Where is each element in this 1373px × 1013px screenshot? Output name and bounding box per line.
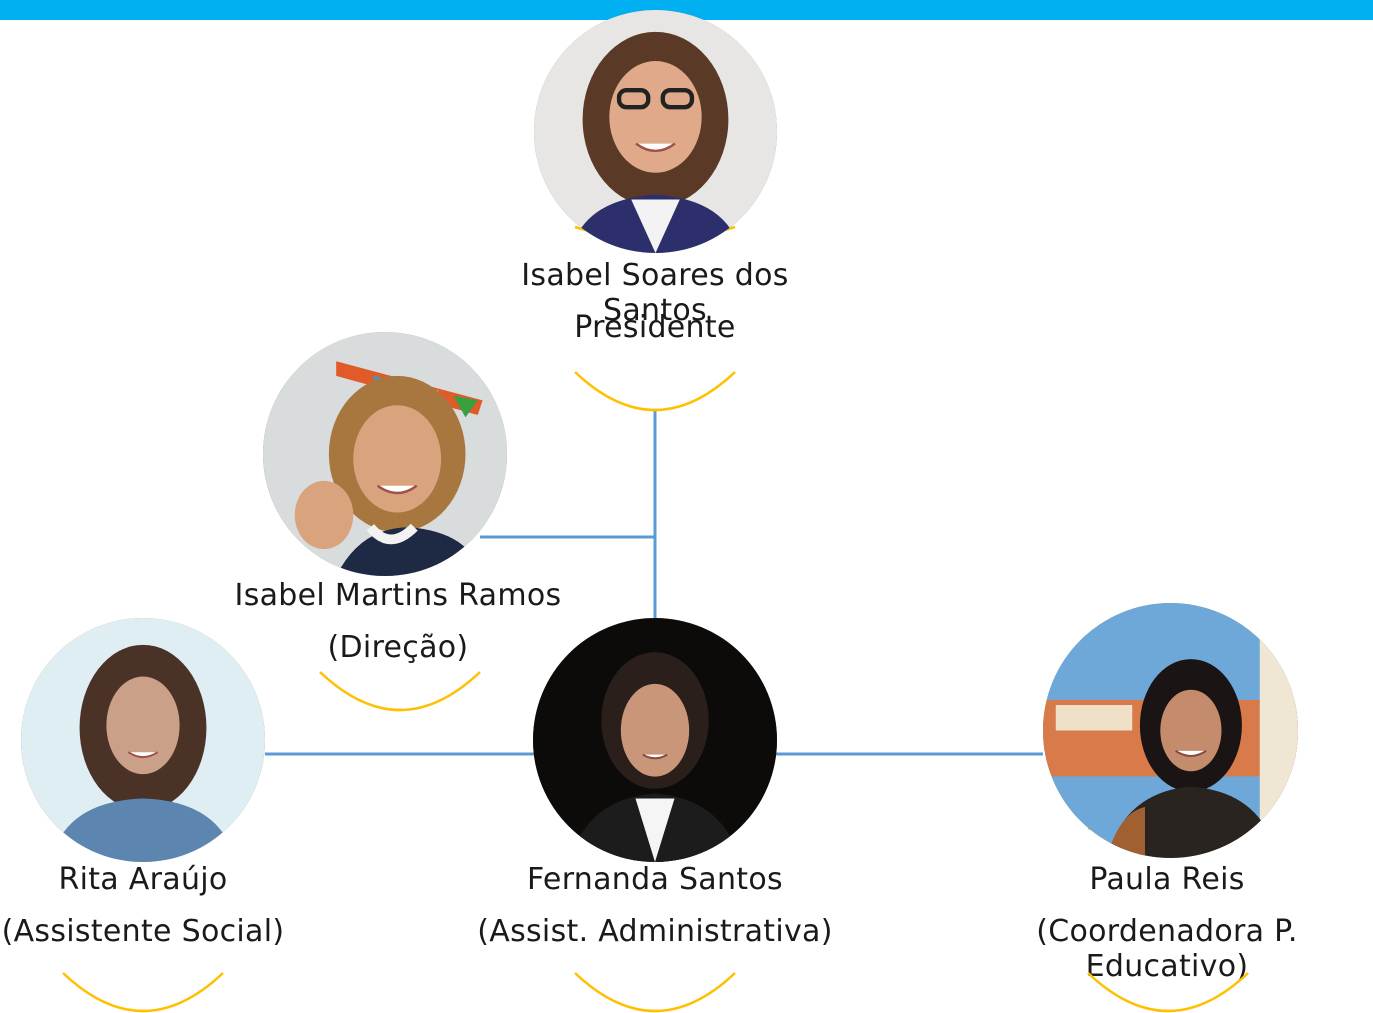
node-role: (Assist. Administrativa) — [477, 914, 833, 949]
arc-decoration — [62, 972, 224, 1013]
node-role: (Direção) — [327, 630, 469, 665]
node-name: Fernanda Santos — [527, 862, 783, 897]
node-role: (Coordenadora P. Educativo) — [1036, 914, 1298, 984]
person-photo-icon — [533, 618, 777, 862]
node-role: (Assistente Social) — [1, 914, 285, 949]
node-name: Isabel Soares dos Santos — [521, 258, 789, 328]
node-name: Paula Reis — [1089, 862, 1245, 897]
person-photo-icon — [534, 10, 777, 253]
arc-decoration — [319, 671, 481, 712]
person-photo-icon — [21, 618, 265, 862]
avatar-photo — [263, 332, 507, 576]
person-photo-icon — [1043, 603, 1298, 858]
arc-decoration — [574, 371, 736, 412]
node-role: Presidente — [574, 310, 736, 345]
arc-decoration — [574, 972, 736, 1013]
node-name: Rita Araújo — [58, 862, 228, 897]
avatar-photo — [1043, 603, 1298, 858]
arc-decoration — [1087, 972, 1249, 1013]
top-accent-bar — [0, 0, 1373, 20]
avatar-photo — [534, 10, 777, 253]
avatar-photo — [533, 618, 777, 862]
node-name: Isabel Martins Ramos — [234, 578, 562, 613]
person-photo-icon — [263, 332, 507, 576]
avatar-photo — [21, 618, 265, 862]
